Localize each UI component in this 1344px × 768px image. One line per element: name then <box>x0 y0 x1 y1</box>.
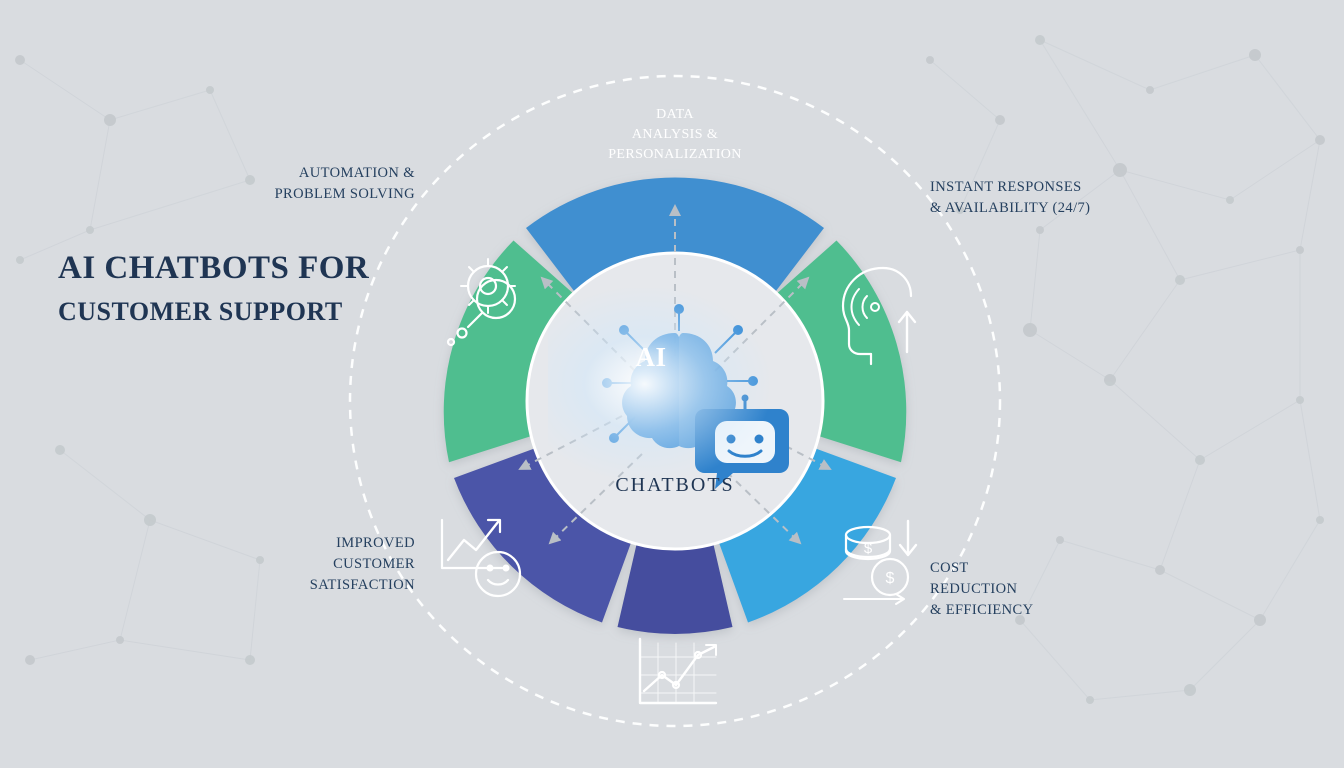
outer-dashed-ring <box>348 74 1002 728</box>
segment-label-line: AUTOMATION & <box>298 165 415 181</box>
segment-label-line: INSTANT RESPONSES <box>930 179 1082 195</box>
segment-label-cost-reduction: COST REDUCTION & EFFICIENCY <box>930 558 1130 621</box>
segment-label-line: & AVAILABILITY (24/7) <box>930 200 1091 216</box>
smiley-uptrend-icon <box>440 518 522 598</box>
segment-label-line: SATISFACTION <box>309 577 415 593</box>
segment-label-line: CUSTOMER <box>333 556 415 572</box>
inner-circle-outline <box>525 251 825 551</box>
head-soundwave-icon <box>841 266 917 366</box>
segment-label-line: IMPROVED <box>336 535 415 551</box>
coins-down-arrow-icon: $ $ <box>843 519 918 605</box>
segment-data-analysis[interactable] <box>526 177 824 303</box>
segment-analytics[interactable] <box>617 538 733 634</box>
segment-label-line: ANALYSIS & <box>631 127 719 142</box>
svg-text:$: $ <box>864 540 873 557</box>
page-title-line1: AI CHATBOTS FOR <box>58 250 370 286</box>
segment-label-line: PROBLEM SOLVING <box>274 186 415 202</box>
segment-label-line: DATA <box>656 107 694 122</box>
hub-label: AI <box>635 342 667 372</box>
svg-text:$: $ <box>886 570 895 587</box>
page-title-line2: CUSTOMER SUPPORT <box>58 297 343 326</box>
segment-label-line: COST <box>930 560 969 576</box>
segment-instant-responses[interactable] <box>772 240 907 463</box>
growth-chart-icon <box>638 637 718 705</box>
segment-label-line: REDUCTION <box>930 581 1018 597</box>
segment-label-line: & EFFICIENCY <box>930 602 1034 618</box>
segment-label-instant-responses: INSTANT RESPONSES & AVAILABILITY (24/7) <box>930 177 1160 219</box>
segment-label-data-analysis: DATA ANALYSIS & PERSONALIZATION <box>560 105 790 165</box>
center-caption: CHATBOTS <box>615 474 735 496</box>
segment-customer-satisfaction[interactable] <box>454 445 634 623</box>
segment-label-automation: AUTOMATION & PROBLEM SOLVING <box>215 163 415 205</box>
segment-label-line: PERSONALIZATION <box>608 147 742 162</box>
segment-label-customer-satisfaction: IMPROVED CUSTOMER SATISFACTION <box>215 533 415 596</box>
segment-cost-reduction[interactable] <box>716 445 896 623</box>
page-title: AI CHATBOTS FOR CUSTOMER SUPPORT <box>58 248 478 330</box>
gear-magnifier-icon <box>446 258 517 347</box>
